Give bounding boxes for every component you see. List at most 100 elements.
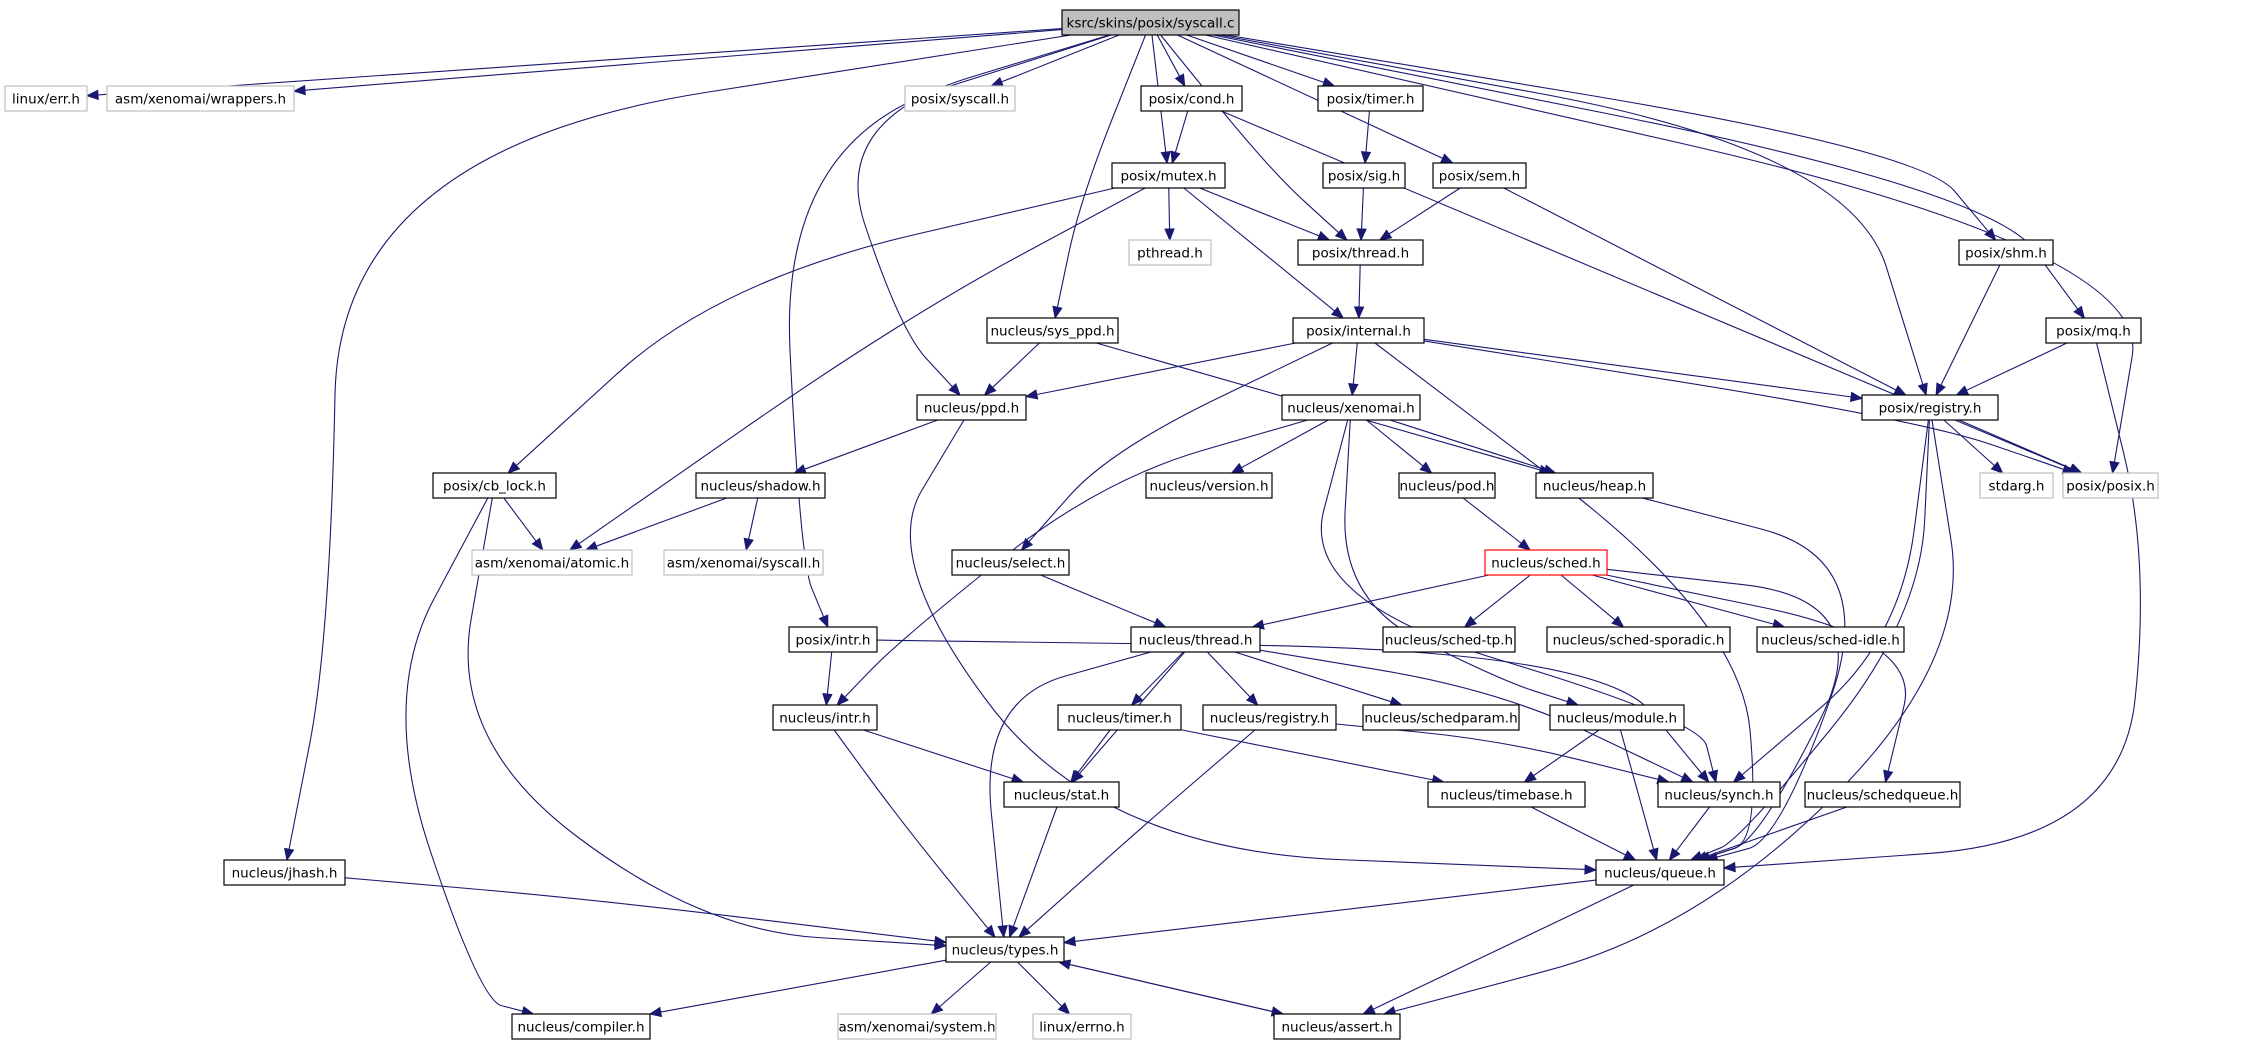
node-label: posix/syscall.h bbox=[911, 92, 1009, 108]
edge-nucleus_registry-to-nucleus_synch bbox=[1335, 723, 1671, 785]
node-asm-atomic[interactable]: asm/xenomai/atomic.h bbox=[471, 549, 633, 576]
node-nucleus-heap[interactable]: nucleus/heap.h bbox=[1535, 472, 1654, 499]
node-nucleus-jhash[interactable]: nucleus/jhash.h bbox=[223, 859, 346, 886]
node-nucleus-sys-ppd[interactable]: nucleus/sys_ppd.h bbox=[986, 317, 1119, 344]
node-nucleus-assert[interactable]: nucleus/assert.h bbox=[1273, 1013, 1401, 1040]
node-box bbox=[663, 549, 824, 576]
edge-line bbox=[1012, 806, 1058, 927]
node-nucleus-timebase[interactable]: nucleus/timebase.h bbox=[1427, 781, 1586, 808]
node-posix-shm[interactable]: posix/shm.h bbox=[1958, 239, 2054, 266]
node-nucleus-shadow[interactable]: nucleus/shadow.h bbox=[695, 472, 826, 499]
edge-posix_registry-to-stdarg bbox=[1943, 419, 2004, 474]
node-label: nucleus/jhash.h bbox=[232, 866, 338, 882]
node-label: nucleus/shadow.h bbox=[700, 479, 820, 495]
node-posix-posix[interactable]: posix/posix.h bbox=[2062, 472, 2159, 499]
node-label: asm/xenomai/system.h bbox=[838, 1020, 995, 1036]
edge-line bbox=[595, 497, 727, 547]
node-nucleus-thread[interactable]: nucleus/thread.h bbox=[1130, 626, 1261, 653]
node-nucleus-select[interactable]: nucleus/select.h bbox=[951, 549, 1070, 576]
node-posix-timer[interactable]: posix/timer.h bbox=[1317, 85, 1424, 112]
edge-layer bbox=[85, 28, 2141, 1018]
node-nucleus-sched-tp[interactable]: nucleus/sched-tp.h bbox=[1382, 626, 1516, 653]
node-nucleus-module[interactable]: nucleus/module.h bbox=[1549, 704, 1685, 731]
node-linux-errno[interactable]: linux/errno.h bbox=[1032, 1013, 1132, 1040]
node-nucleus-pod[interactable]: nucleus/pod.h bbox=[1398, 472, 1496, 499]
edge-line bbox=[1234, 651, 1392, 703]
node-posix-mq[interactable]: posix/mq.h bbox=[2045, 317, 2142, 344]
node-posix-thread[interactable]: posix/thread.h bbox=[1297, 239, 1424, 266]
node-nucleus-timer[interactable]: nucleus/timer.h bbox=[1057, 704, 1182, 731]
node-box bbox=[1130, 626, 1261, 653]
node-box bbox=[106, 85, 295, 112]
edge-line bbox=[503, 497, 537, 542]
node-nucleus-intr[interactable]: nucleus/intr.h bbox=[772, 704, 878, 731]
node-label: nucleus/sched-tp.h bbox=[1385, 633, 1513, 649]
node-posix-internal[interactable]: posix/internal.h bbox=[1292, 317, 1425, 344]
edge-line bbox=[1028, 342, 1333, 543]
node-linux-err[interactable]: linux/err.h bbox=[4, 85, 88, 112]
node-posix-mutex[interactable]: posix/mutex.h bbox=[1111, 162, 1226, 189]
node-posix-sig[interactable]: posix/sig.h bbox=[1322, 162, 1406, 189]
node-pthread[interactable]: pthread.h bbox=[1128, 239, 1212, 266]
node-nucleus-stat[interactable]: nucleus/stat.h bbox=[1003, 781, 1120, 808]
edge-line bbox=[1026, 729, 1256, 931]
edge-line bbox=[1592, 574, 1774, 625]
node-stdarg[interactable]: stdarg.h bbox=[1979, 472, 2054, 499]
node-asm-syscall[interactable]: asm/xenomai/syscall.h bbox=[663, 549, 824, 576]
arrowhead-icon bbox=[1353, 306, 1365, 320]
edge-line bbox=[1069, 963, 1284, 1015]
node-asm-system[interactable]: asm/xenomai/system.h bbox=[837, 1013, 997, 1040]
node-box bbox=[1297, 239, 1424, 266]
node-box bbox=[1756, 626, 1905, 653]
node-nucleus-sched[interactable]: nucleus/sched.h bbox=[1484, 549, 1608, 576]
node-box bbox=[2045, 317, 2142, 344]
node-nucleus-sched-idle[interactable]: nucleus/sched-idle.h bbox=[1756, 626, 1905, 653]
edge-nucleus_stat-to-nucleus_types bbox=[1008, 806, 1058, 939]
arrowhead-icon bbox=[2073, 305, 2086, 320]
node-syscall-c[interactable]: ksrc/skins/posix/syscall.c bbox=[1061, 9, 1240, 36]
node-nucleus-registry[interactable]: nucleus/registry.h bbox=[1202, 704, 1337, 731]
node-posix-cond[interactable]: posix/cond.h bbox=[1140, 85, 1243, 112]
node-box bbox=[432, 472, 557, 499]
node-nucleus-queue[interactable]: nucleus/queue.h bbox=[1595, 859, 1725, 886]
node-posix-registry[interactable]: posix/registry.h bbox=[1861, 394, 1999, 421]
node-posix-intr[interactable]: posix/intr.h bbox=[788, 626, 878, 653]
node-nucleus-schedparam[interactable]: nucleus/schedparam.h bbox=[1362, 704, 1520, 731]
arrowhead-icon bbox=[1523, 771, 1537, 783]
node-label: nucleus/sched-idle.h bbox=[1761, 633, 1900, 649]
edge-line bbox=[992, 342, 1040, 388]
edge-nucleus_thread-to-nucleus_timer bbox=[1130, 651, 1184, 706]
node-box bbox=[1145, 472, 1273, 499]
arrowhead-icon bbox=[2109, 460, 2120, 475]
arrowhead-icon bbox=[507, 461, 521, 474]
node-nucleus-compiler[interactable]: nucleus/compiler.h bbox=[511, 1013, 651, 1040]
arrowhead-icon bbox=[1018, 925, 1032, 938]
node-asm-wrappers[interactable]: asm/xenomai/wrappers.h bbox=[106, 85, 295, 112]
edge-line bbox=[1074, 879, 1597, 942]
edge-nucleus_intr-to-nucleus_stat bbox=[863, 729, 1025, 784]
node-label: nucleus/version.h bbox=[1149, 479, 1268, 495]
node-label: ksrc/skins/posix/syscall.c bbox=[1067, 16, 1235, 32]
arrowhead-icon bbox=[1378, 229, 1393, 241]
arrowhead-icon bbox=[1419, 461, 1433, 474]
node-posix-syscall[interactable]: posix/syscall.h bbox=[904, 85, 1016, 112]
node-label: posix/mq.h bbox=[2056, 324, 2131, 340]
edge-line bbox=[1213, 34, 2079, 310]
node-nucleus-synch[interactable]: nucleus/synch.h bbox=[1657, 781, 1781, 808]
node-label: nucleus/thread.h bbox=[1139, 633, 1253, 649]
node-nucleus-schedqueue[interactable]: nucleus/schedqueue.h bbox=[1804, 781, 1961, 808]
node-posix-sem[interactable]: posix/sem.h bbox=[1432, 162, 1527, 189]
edge-nucleus_intr-to-nucleus_types bbox=[833, 729, 996, 939]
node-nucleus-sched-sporadic[interactable]: nucleus/sched-sporadic.h bbox=[1546, 626, 1731, 653]
edge-nucleus_sched-to-nucleus_sched_tp bbox=[1463, 574, 1531, 628]
node-label: posix/sig.h bbox=[1328, 169, 1400, 185]
edge-line bbox=[1160, 34, 1340, 233]
node-nucleus-xenomai[interactable]: nucleus/xenomai.h bbox=[1281, 394, 1421, 421]
node-posix-cb-lock[interactable]: posix/cb_lock.h bbox=[432, 472, 557, 499]
edge-line bbox=[939, 961, 992, 1008]
arrowhead-icon bbox=[648, 1006, 663, 1018]
node-nucleus-ppd[interactable]: nucleus/ppd.h bbox=[916, 394, 1027, 421]
node-nucleus-version[interactable]: nucleus/version.h bbox=[1145, 472, 1273, 499]
edge-line bbox=[1389, 419, 1546, 471]
node-nucleus-types[interactable]: nucleus/types.h bbox=[945, 936, 1065, 963]
